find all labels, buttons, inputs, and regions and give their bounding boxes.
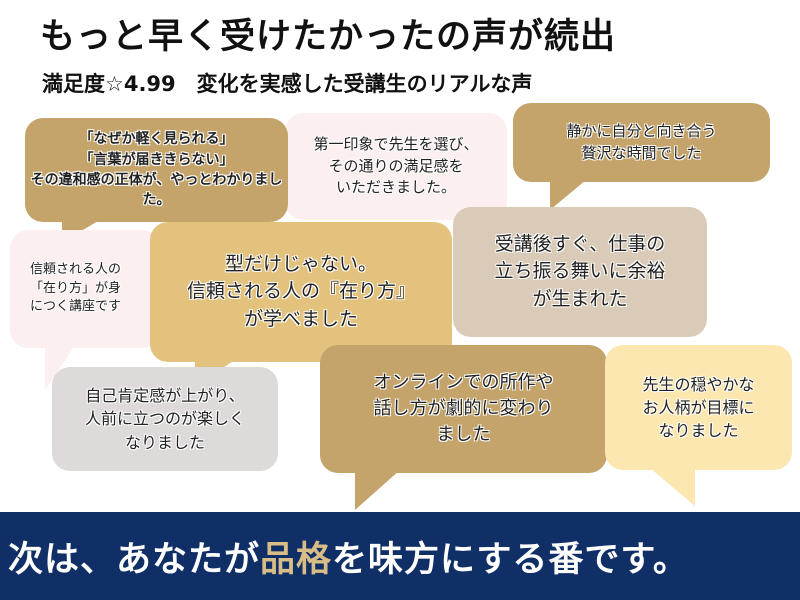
page-subtitle: 満足度☆4.99 変化を実感した受講生のリアルな声: [42, 72, 533, 96]
testimonial-bubble: 第一印象で先生を選び、 その通りの満足感を いただきました。: [285, 113, 507, 220]
testimonial-bubble: 先生の穏やかな お人柄が目標に なりました: [605, 345, 792, 470]
testimonial-bubble: オンラインでの所作や 話し方が劇的に変わり ました: [320, 345, 607, 473]
banner-text: 次は、あなたが: [8, 539, 261, 580]
cta-banner: 次は、あなたが品格を味方にする番です。: [0, 512, 800, 600]
testimonial-bubble: 「なぜか軽く見られる」 「言葉が届ききらない」 その違和感の正体が、やっとわかり…: [25, 118, 288, 222]
testimonial-bubble: 受講後すぐ、仕事の 立ち振る舞いに余裕 が生まれた: [453, 207, 707, 337]
banner-text: を味方にする番です。: [332, 539, 689, 580]
testimonial-bubble: 静かに自分と向き合う 贅沢な時間でした: [513, 103, 770, 182]
testimonial-bubble: 型だけじゃない。 信頼される人の『在り方』 が学べました: [150, 222, 452, 362]
testimonial-bubble: 信頼される人の 「在り方」が身 につく講座です: [10, 230, 160, 348]
bubble-tail: [550, 180, 586, 210]
page-title: もっと早く受けたかったの声が続出: [40, 17, 617, 57]
bubble-tail: [650, 468, 695, 506]
bubble-tail: [355, 470, 400, 510]
banner-accent: 品格: [260, 539, 333, 580]
testimonial-bubble: 自己肯定感が上がり、 人前に立つのが楽しく なりました: [52, 367, 278, 471]
